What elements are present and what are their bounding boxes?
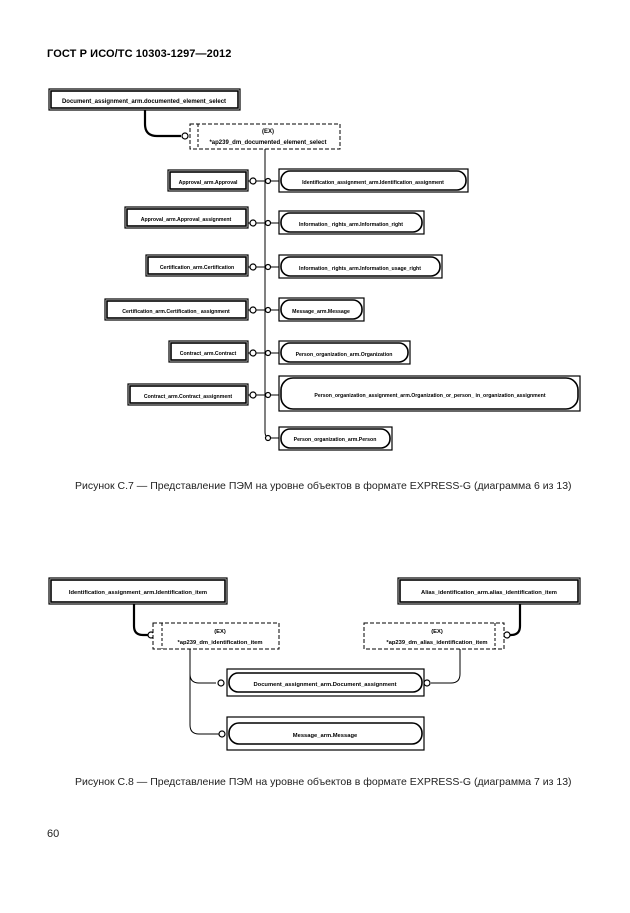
svg-text:Information_ rights_arm.Inform: Information_ rights_arm.Information_usag… [299,266,421,272]
svg-text:Contract_arm.Contract_assignme: Contract_arm.Contract_assignment [144,394,232,400]
svg-text:(EX): (EX) [431,629,443,635]
right-entity-organization: Person_organization_arm.Organization [265,340,411,365]
svg-text:*ap239_dm_alias_identification: *ap239_dm_alias_identification_item [386,640,487,646]
left-entity-contract-assignment: Contract_arm.Contract_assignment [127,383,265,406]
left-entity-approval: Approval_arm.Approval [167,169,265,192]
express-g-diagram-6: Document_assignment_arm.documented_eleme… [48,88,581,451]
right-entity-information-right: Information_ rights_arm.Information_righ… [265,210,425,235]
select-right-box: (EX) *ap239_dm_alias_identification_item [363,622,505,650]
ex-tag: (EX) [262,129,274,135]
svg-text:Certification_arm.Certificatio: Certification_arm.Certification_ assignm… [122,309,230,315]
right-entity-identification-assignment: Identification_assignment_arm.Identifica… [265,168,469,193]
svg-text:Document_assignment_arm.Docume: Document_assignment_arm.Document_assignm… [253,682,396,688]
figure-caption-c7: Рисунок С.7 — Представление ПЭМ на уровн… [75,480,572,492]
left-entity-approval-assignment: Approval_arm.Approval_assignment [124,206,265,229]
ex-select-box: (EX) *ap239_dm_documented_element_select [189,123,341,150]
svg-text:Message_arm.Message: Message_arm.Message [292,309,350,315]
select-left-box: (EX) *ap239_dm_identification_item [152,622,280,650]
item-message: Message_arm.Message [226,716,425,751]
svg-text:Identification_assignment_arm.: Identification_assignment_arm.Identifica… [69,590,207,596]
root-left-box: Identification_assignment_arm.Identifica… [48,577,228,605]
root-select-label: Document_assignment_arm.documented_eleme… [62,99,226,105]
svg-text:Certification_arm.Certificatio: Certification_arm.Certification [160,265,234,271]
right-entity-organization-assignment: Person_organization_assignment_arm.Organ… [265,375,581,412]
svg-text:Information_ rights_arm.Inform: Information_ rights_arm.Information_righ… [299,222,403,228]
root-select-box: Document_assignment_arm.documented_eleme… [48,88,241,111]
svg-text:Approval_arm.Approval: Approval_arm.Approval [179,180,238,186]
ex-select-name: *ap239_dm_documented_element_select [209,140,326,146]
figure-caption-c8: Рисунок С.8 — Представление ПЭМ на уровн… [75,776,572,788]
connector-circle [181,132,189,140]
svg-text:Contract_arm.Contract: Contract_arm.Contract [180,351,237,357]
express-g-diagram-7: Identification_assignment_arm.Identifica… [48,577,581,751]
svg-text:Person_organization_arm.Person: Person_organization_arm.Person [294,437,377,443]
item-document-assignment: Document_assignment_arm.Document_assignm… [226,668,425,697]
trunk-connectors [264,177,272,442]
right-entity-message: Message_arm.Message [265,297,365,322]
root-right-box: Alias_identification_arm.alias_identific… [397,577,581,605]
right-entity-person: Person_organization_arm.Person [278,426,393,451]
left-entity-certification: Certification_arm.Certification [145,254,265,277]
svg-text:Identification_assignment_arm.: Identification_assignment_arm.Identifica… [302,180,444,186]
document-header: ГОСТ Р ИСО/ТС 10303-1297—2012 [47,48,232,60]
svg-text:(EX): (EX) [214,629,226,635]
left-entity-contract: Contract_arm.Contract [168,340,265,363]
page-number: 60 [47,828,60,840]
right-entity-information-usage-right: Information_ rights_arm.Information_usag… [265,254,443,279]
left-entity-certification-assignment: Certification_arm.Certification_ assignm… [104,298,265,321]
svg-text:Person_organization_assignment: Person_organization_assignment_arm.Organ… [314,393,545,399]
svg-text:Person_organization_arm.Organi: Person_organization_arm.Organization [296,352,393,358]
svg-text:*ap239_dm_identification_item: *ap239_dm_identification_item [177,640,262,646]
svg-text:Alias_identification_arm.alias: Alias_identification_arm.alias_identific… [421,590,557,596]
svg-text:Message_arm.Message: Message_arm.Message [293,733,358,739]
svg-text:Approval_arm.Approval_assignme: Approval_arm.Approval_assignment [141,217,232,223]
